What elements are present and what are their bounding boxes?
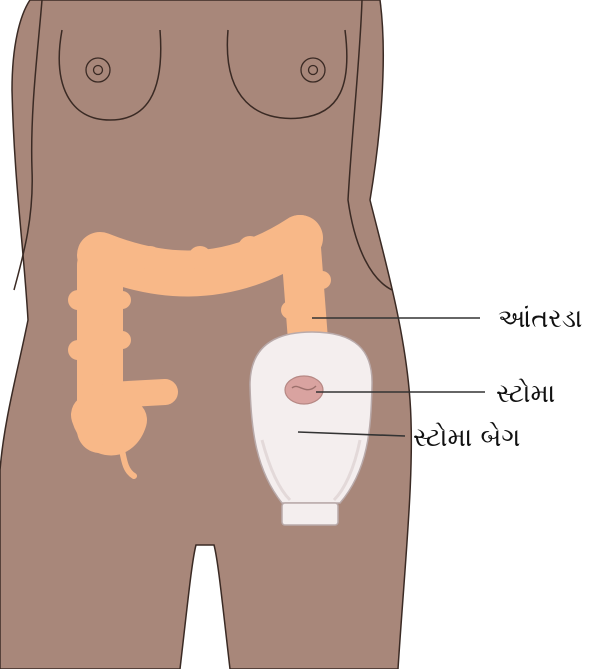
torso: [0, 0, 411, 669]
colon-label: આંતરડા: [498, 304, 582, 334]
stoma-bag-label: સ્ટોમા બેગ: [413, 423, 520, 453]
stoma-label: સ્ટોમા: [496, 379, 555, 409]
stoma: [285, 376, 323, 404]
